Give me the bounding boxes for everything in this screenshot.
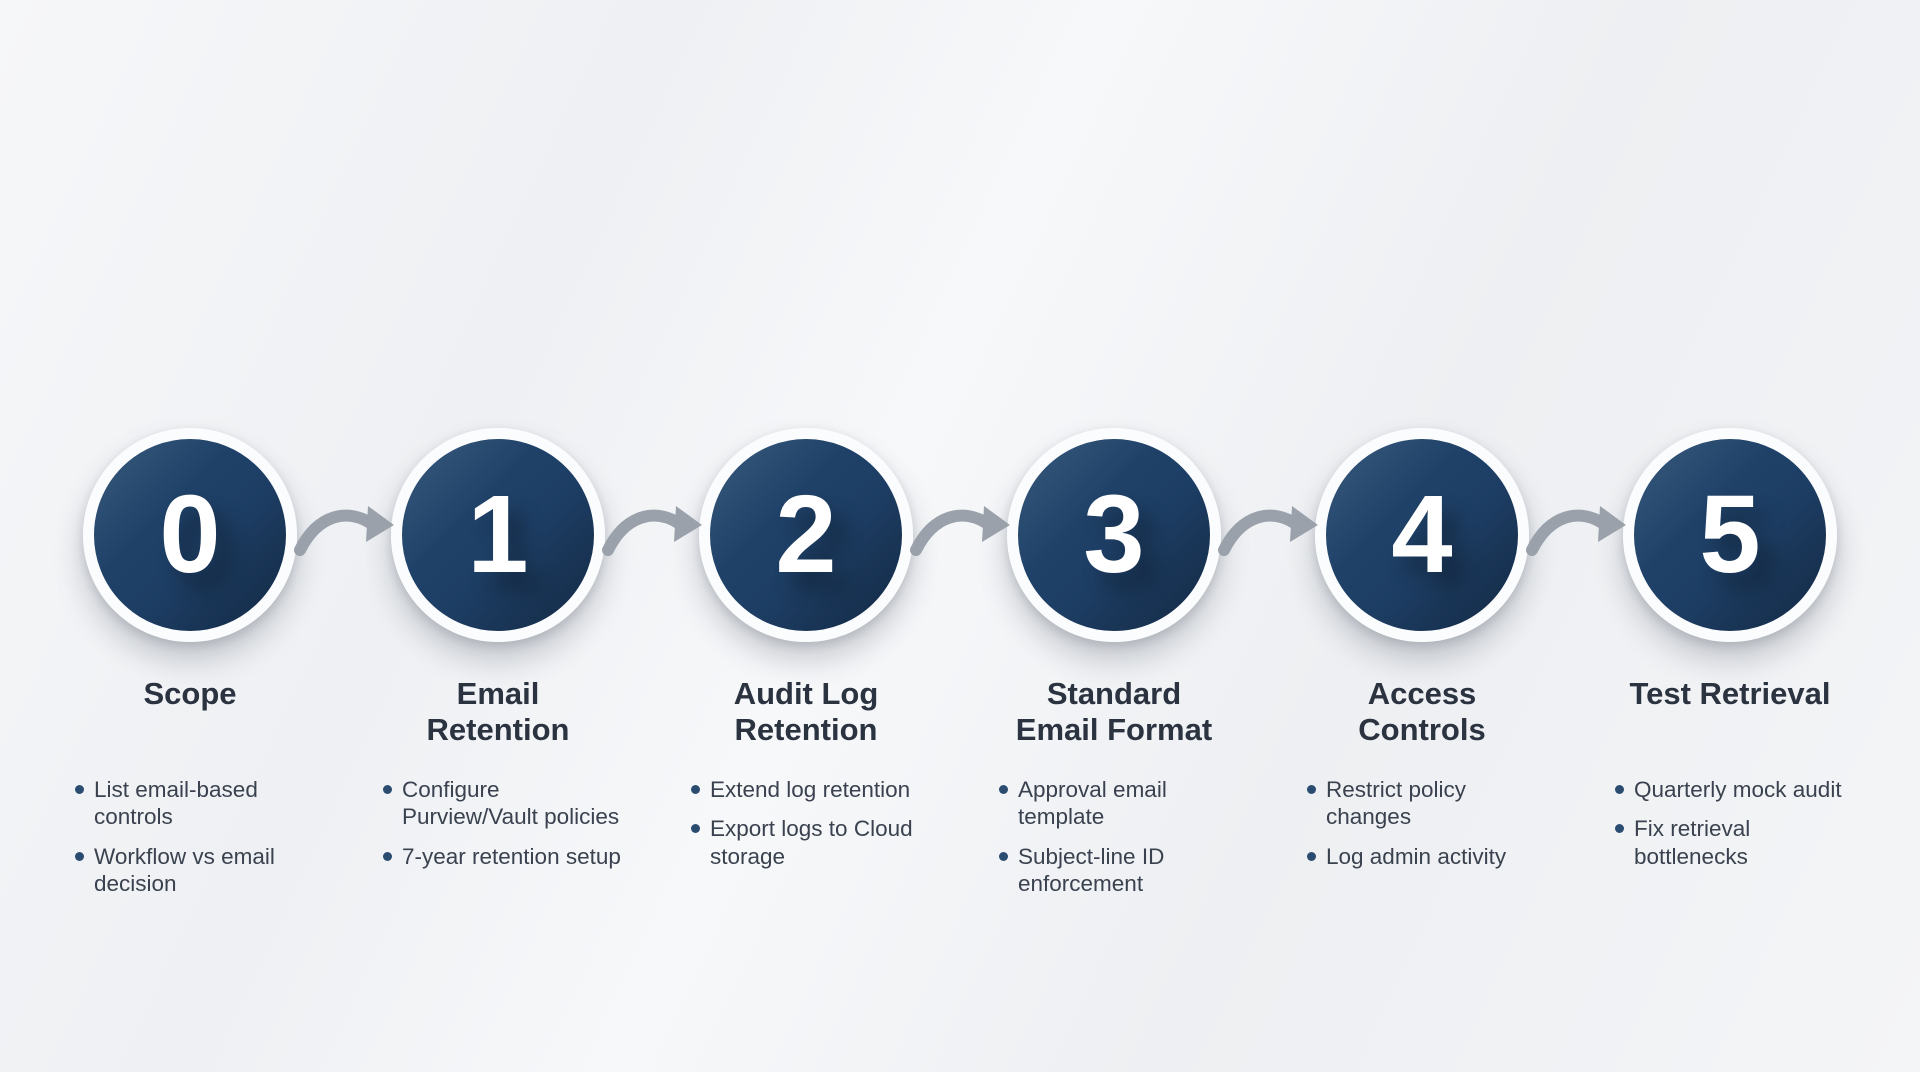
step-5-title: Test Retrieval [1629,676,1831,711]
bullet-item: Restrict policy changes [1302,776,1546,831]
bullet-item: Quarterly mock audit [1610,776,1854,803]
step-2-audit-log-retention: 2 Audit Log Retention Extend log retenti… [682,428,930,910]
step-0-title: Scope [143,676,237,711]
bullet-item: Export logs to Cloud storage [686,815,930,870]
step-5-test-retrieval: 5 Test Retrieval Quarterly mock audit Fi… [1606,428,1854,910]
bullet-item: Approval email template [994,776,1238,831]
step-2-number: 2 [775,473,837,596]
bullet-item: Extend log retention [686,776,930,803]
step-3-number: 3 [1083,473,1145,596]
step-1-number: 1 [467,473,529,596]
bullet-item: List email-based controls [70,776,314,831]
arrow-icon [910,506,1010,556]
step-0-bullets: List email-based controls Workflow vs em… [66,776,314,910]
step-3-standard-email-format: 3 Standard Email Format Approval email t… [990,428,1238,910]
bullet-item: Configure Purview/Vault policies [378,776,622,831]
bullet-item: 7-year retention setup [378,843,622,870]
arrow-icon [1218,506,1318,556]
step-4-access-controls: 4 Access Controls Restrict policy change… [1298,428,1546,910]
step-2-circle: 2 [699,428,913,642]
step-0-scope: 0 Scope List email-based controls Workfl… [66,428,314,910]
arrow-icon [1526,506,1626,556]
step-5-number: 5 [1699,473,1761,596]
bullet-item: Subject-line ID enforcement [994,843,1238,898]
step-4-title: Access Controls [1358,676,1486,747]
bullet-item: Log admin activity [1302,843,1546,870]
step-1-email-retention: 1 Email Retention Configure Purview/Vaul… [374,428,622,910]
step-3-circle: 3 [1007,428,1221,642]
step-1-bullets: Configure Purview/Vault policies 7-year … [374,776,622,882]
step-1-circle: 1 [391,428,605,642]
step-4-circle: 4 [1315,428,1529,642]
step-5-circle: 5 [1623,428,1837,642]
step-3-bullets: Approval email template Subject-line ID … [990,776,1238,910]
step-3-title: Standard Email Format [1015,676,1213,747]
arrow-icon [602,506,702,556]
steps-row: 0 Scope List email-based controls Workfl… [66,428,1854,910]
step-5-bullets: Quarterly mock audit Fix retrieval bottl… [1606,776,1854,882]
step-1-title: Email Retention [426,676,570,747]
bullet-item: Fix retrieval bottlenecks [1610,815,1854,870]
step-4-bullets: Restrict policy changes Log admin activi… [1298,776,1546,882]
step-4-number: 4 [1391,473,1453,596]
step-0-circle: 0 [83,428,297,642]
bullet-item: Workflow vs email decision [70,843,314,898]
arrow-icon [294,506,394,556]
step-0-number: 0 [159,473,221,596]
step-2-title: Audit Log Retention [733,676,879,747]
step-2-bullets: Extend log retention Export logs to Clou… [682,776,930,882]
